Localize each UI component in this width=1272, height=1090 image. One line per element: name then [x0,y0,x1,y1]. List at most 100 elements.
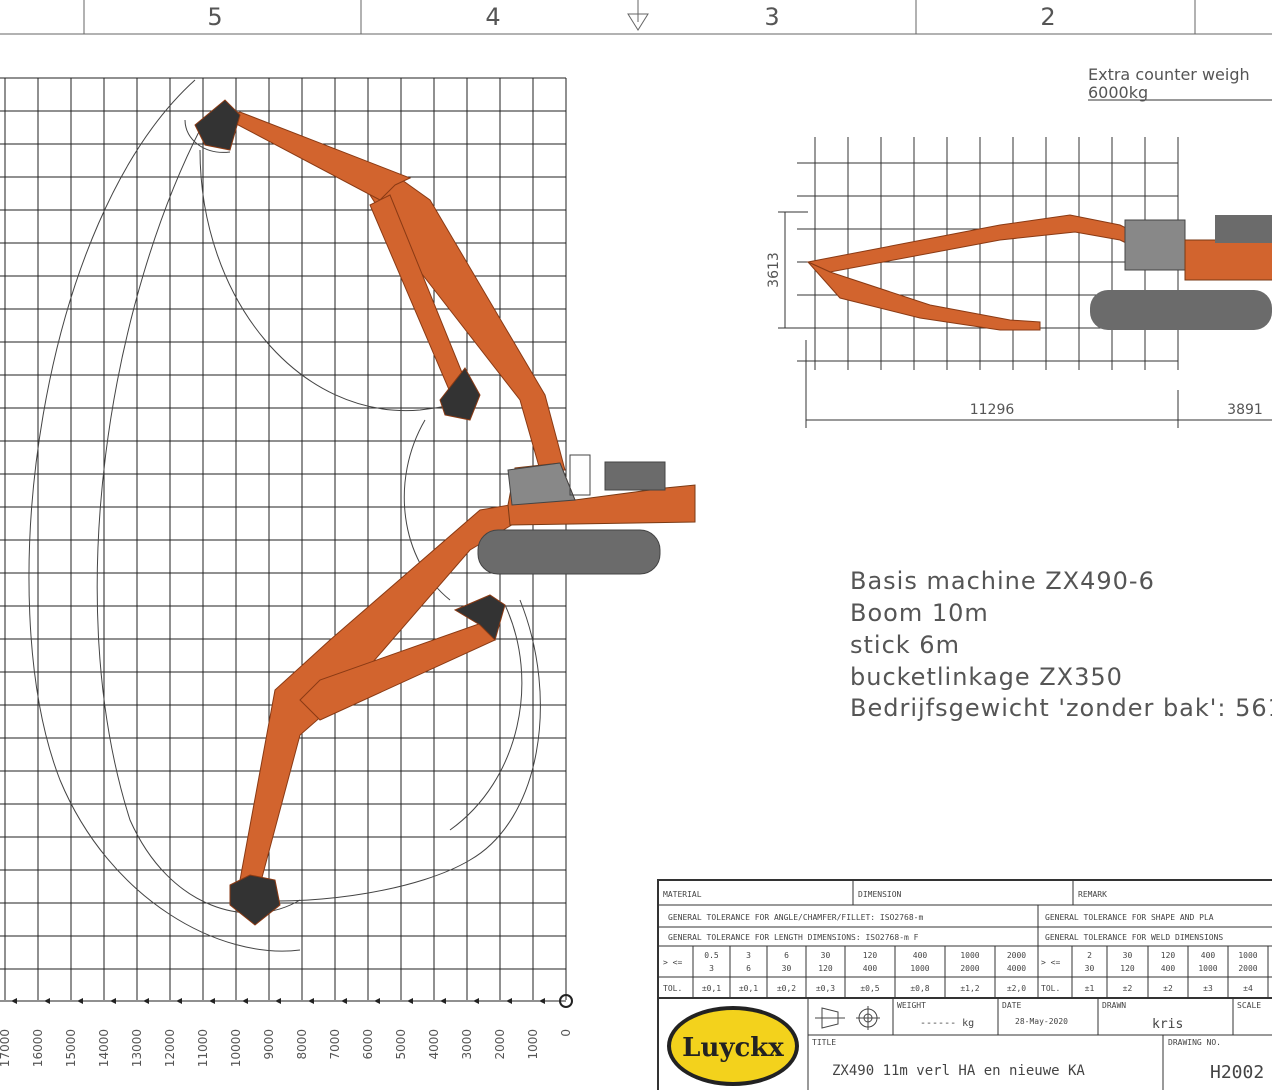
remark-label: REMARK [1078,890,1107,899]
dimension-label: DIMENSION [858,890,902,899]
tolerance-value: ±0,5 [860,984,879,993]
axis-arrow [11,998,17,1004]
range-to: 30 [1085,964,1095,973]
ruler-zone: 4 [485,3,500,31]
range-from: 30 [821,951,831,960]
axis-tick-label: 8000 [295,1029,309,1060]
range-from: 1000 [960,951,979,960]
tolerance-shape: GENERAL TOLERANCE FOR SHAPE AND PLA [1045,913,1214,922]
tolerance-value: ±0,2 [777,984,796,993]
dim-reach: 11296 [970,402,1015,418]
axis-arrow [506,998,512,1004]
title-label: TITLE [812,1038,836,1047]
axis-arrow [77,998,83,1004]
range-from: 1000 [1238,951,1257,960]
range-to: 30 [782,964,792,973]
counterweight-value: 6000kg [1088,83,1148,102]
reach-envelope [28,79,541,952]
tolerance-value: ±0,3 [816,984,835,993]
axis-tick-label: 6000 [361,1029,375,1060]
axis-arrow [308,998,314,1004]
weight-label: WEIGHT [897,1001,926,1010]
range-from: 120 [1161,951,1176,960]
date-label: DATE [1002,1001,1021,1010]
tolerance-value: ±2 [1123,984,1133,993]
axis-tick-label: 4000 [427,1029,441,1060]
range-header: > <= [1041,958,1060,967]
axis-tick-label: 11000 [196,1029,210,1067]
tolerance-value: ±4 [1243,984,1253,993]
drawn-value: kris [1152,1017,1183,1032]
excavator-arm-raised [194,99,566,471]
logo-text: Luyckx [682,1033,784,1063]
range-to: 3 [709,964,714,973]
axis-tick-label: 15000 [64,1029,78,1067]
projection-symbols-icon [815,1006,880,1030]
range-to: 6 [746,964,751,973]
axis-arrow [374,998,380,1004]
ruler-zone: 5 [207,3,222,31]
axis-tick-label: 16000 [31,1029,45,1067]
axis-arrow [275,998,281,1004]
tolerance-value: ±0,1 [702,984,721,993]
weight-value: ------ kg [920,1018,974,1029]
machine-specs: Basis machine ZX490-6 Boom 10m stick 6m … [850,567,1272,722]
tolerance-value: ±3 [1203,984,1213,993]
tolerance-value: ±1,2 [960,984,979,993]
axis-arrow [407,998,413,1004]
drawn-label: DRAWN [1102,1001,1126,1010]
dim-height: 3613 [766,252,782,288]
range-to: 120 [1120,964,1135,973]
center-arrow-icon [627,0,649,31]
range-from: 30 [1123,951,1133,960]
spec-line: Boom 10m [850,599,989,627]
range-from: 400 [1201,951,1216,960]
axis-tick-label: 7000 [328,1029,342,1060]
excavator-body [477,454,696,575]
axis-tick-label: 1000 [526,1029,540,1060]
axis-tick-label: 17000 [0,1029,12,1067]
axis-arrow [209,998,215,1004]
range-from: 3 [746,951,751,960]
dim-rear: 3891 [1227,402,1263,418]
ruler-zone: 3 [764,3,779,31]
drawing-no-label: DRAWING NO. [1168,1038,1221,1047]
spec-line: stick 6m [850,631,960,659]
axis-arrow [473,998,479,1004]
axis-arrow [440,998,446,1004]
range-from: 400 [913,951,928,960]
range-from: 120 [863,951,878,960]
drawing-no-value: H2002 [1210,1062,1264,1083]
range-to: 400 [863,964,878,973]
spec-line: Bedrijfsgewicht 'zonder bak': 561 [850,694,1272,722]
material-label: MATERIAL [663,890,702,899]
tolerance-value: ±2,0 [1007,984,1026,993]
axis-tick-label: 14000 [97,1029,111,1067]
range-from: 6 [784,951,789,960]
top-ruler [0,0,1272,35]
drawing-title: ZX490 11m verl HA en nieuwe KA [832,1063,1085,1079]
axis-tick-label: 2000 [493,1029,507,1060]
title-block [657,879,1272,1090]
side-view-transport [778,99,1272,428]
tol-header: TOL. [1041,984,1060,993]
range-from: 2000 [1007,951,1026,960]
axis-arrow [242,998,248,1004]
axis-tick-label: 0 [559,1029,573,1037]
axis-tick-label: 9000 [262,1029,276,1060]
spec-line: Basis machine ZX490-6 [850,567,1155,595]
range-from: 2 [1087,951,1092,960]
counterweight-note: Extra counter weigh [1088,65,1250,84]
range-to: 400 [1161,964,1176,973]
axis-tick-label: 13000 [130,1029,144,1067]
tolerance-angle: GENERAL TOLERANCE FOR ANGLE/CHAMFER/FILL… [668,913,923,922]
tolerance-value: ±1 [1085,984,1095,993]
range-header: > <= [663,958,682,967]
tolerance-value: ±2 [1163,984,1173,993]
ruler-zone: 2 [1040,3,1055,31]
axis-arrow [44,998,50,1004]
range-from: 0.5 [704,951,719,960]
tolerance-value: ±0,8 [910,984,929,993]
